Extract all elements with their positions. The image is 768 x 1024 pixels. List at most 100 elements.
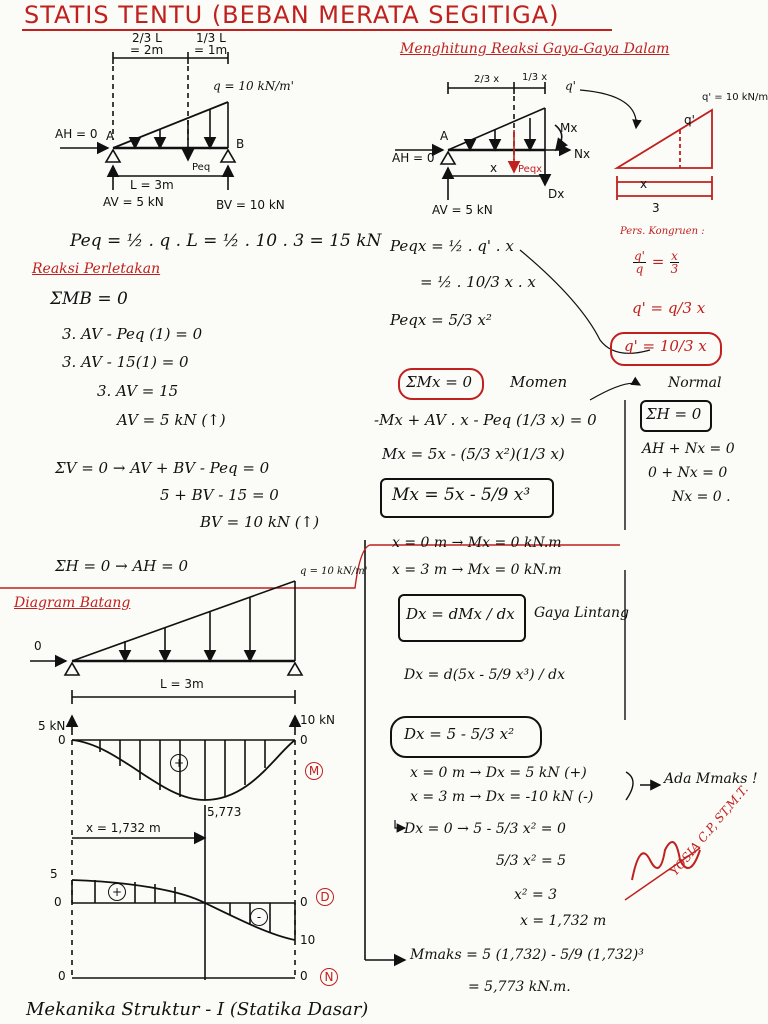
page-title: STATIS TENTU (BEBAN MERATA SEGITIGA) [24, 1, 560, 29]
d-five: 5 [50, 867, 58, 881]
n-zero-right: 0 [300, 969, 308, 983]
internal-frac-a: 2/3 x [474, 74, 500, 85]
moment-eq-2: Mx = 5x - (5/3 x²)(1/3 x) [382, 445, 565, 463]
diagram-zero-arrow: 0 [34, 639, 42, 653]
shear-zero-4: x = 1,732 m [520, 913, 607, 929]
m-zero-left: 0 [58, 733, 66, 747]
beam1-av: AV = 5 kN [103, 195, 164, 209]
footer-text: Mekanika Struktur - I (Statika Dasar) [26, 999, 369, 1020]
beam1-a: A [106, 129, 115, 143]
shear-eq-1: Dx = d(5x - 5/9 x³) / dx [404, 667, 566, 683]
internal-dx: Dx [548, 187, 565, 201]
beam1-bv: BV = 10 kN [216, 198, 285, 212]
x-position: x = 1,732 m [86, 821, 161, 835]
beam1-drawing [60, 52, 237, 190]
shear-def: Dx = dMx / dx [406, 605, 515, 623]
moment-result-box [380, 478, 554, 518]
shear-case-1: x = 0 m → Dx = 5 kN (+) [410, 765, 587, 781]
d-plus: + [108, 883, 126, 901]
tri-length: 3 [652, 201, 660, 215]
normal-sum-box [640, 400, 712, 432]
k1-num-b: x [670, 249, 679, 263]
sum-v-3: BV = 10 kN (↑) [200, 513, 320, 531]
shear-label: Gaya Lintang [534, 605, 629, 621]
kongruen-label: Pers. Kongruen : [620, 226, 705, 237]
moment-case-1: x = 0 m → Mx = 0 kN.m [392, 535, 562, 551]
beam1-dist-a: = 2m [130, 43, 164, 57]
diagram-left-reaction: 5 kN [38, 719, 66, 733]
d-ten: 10 [300, 933, 316, 947]
moment-eq-1: -Mx + AV . x - Peq (1/3 x) = 0 [374, 411, 597, 429]
moment-case-2: x = 3 m → Mx = 0 kN.m [392, 562, 562, 578]
internal-a: A [440, 129, 449, 143]
mmax-eq-1: Mmaks = 5 (1,732) - 5/9 (1,732)³ [410, 947, 644, 963]
k1-num-a: q' [633, 249, 646, 263]
internal-title: Menghitung Reaksi Gaya-Gaya Dalam [400, 41, 670, 57]
sum-v-2: 5 + BV - 15 = 0 [160, 486, 279, 504]
m-max-value: 5,773 [207, 805, 242, 819]
shear-def-box [398, 594, 526, 642]
normal-sum: ΣH = 0 [646, 405, 702, 423]
kongruen-2: q' = q/3 x [632, 299, 706, 317]
shear-zero-2: 5/3 x² = 5 [496, 853, 567, 869]
mmax-eq-2: = 5,773 kN.m. [468, 979, 571, 995]
moment-sum-box [398, 368, 484, 400]
n-zero-left: 0 [58, 969, 66, 983]
d-zero-right: 0 [300, 895, 308, 909]
beam1-b: B [236, 137, 245, 151]
sum-h: ΣH = 0 → AH = 0 [55, 557, 189, 575]
reaction-line-4: AV = 5 kN (↑) [117, 411, 226, 429]
peq-equation: Peq = ½ . q . L = ½ . 10 . 3 = 15 kN [70, 231, 382, 251]
shear-zero-1: Dx = 0 → 5 - 5/3 x² = 0 [404, 821, 566, 837]
beam1-ah: AH = 0 [55, 127, 98, 141]
reaction-line-3: 3. AV = 15 [97, 382, 179, 400]
tri-load: q' = 10 kN/m' [702, 92, 768, 103]
tri-x: x [640, 177, 648, 191]
m-tag: M [305, 762, 323, 780]
moment-label: Momen [510, 373, 568, 391]
diagram-load: q = 10 kN/m' [300, 566, 368, 577]
shear-eq-2: Dx = 5 - 5/3 x² [404, 725, 515, 743]
reaction-line-1: 3. AV - Peq (1) = 0 [62, 325, 203, 343]
moment-eq-3: Mx = 5x - 5/9 x³ [392, 485, 531, 505]
normal-eq-2: 0 + Nx = 0 [648, 465, 728, 481]
k1-den-b: 3 [670, 262, 679, 276]
beam1-peq: Peq [192, 162, 211, 173]
k1-den-a: q [635, 262, 644, 276]
shear-case-2: x = 3 m → Dx = -10 kN (-) [410, 789, 594, 805]
beam1-load: q = 10 kN/m' [213, 79, 294, 93]
m-plus: + [170, 754, 188, 772]
normal-label: Normal [668, 375, 722, 391]
d-zero-left: 0 [54, 895, 62, 909]
kongruen-triangle [613, 108, 713, 200]
tri-qp: q' [684, 113, 695, 127]
diagram-title: Diagram Batang [14, 595, 131, 611]
internal-qp: q' [565, 79, 576, 93]
beam-diagram [30, 580, 304, 980]
internal-frac-b: 1/3 x [522, 72, 548, 83]
d-tag: D [316, 888, 334, 906]
internal-x: x [490, 161, 498, 175]
peqx-1: Peqx = ½ . q' . x [390, 237, 514, 255]
shear-note: Ada Mmaks ! [664, 771, 758, 787]
m-zero-right: 0 [300, 733, 308, 747]
internal-av: AV = 5 kN [432, 203, 493, 217]
normal-eq-1: AH + Nx = 0 [642, 441, 735, 457]
moment-sum: ΣMx = 0 [406, 373, 473, 391]
reaction-title: Reaksi Perletakan [32, 261, 161, 277]
n-tag: N [320, 968, 338, 986]
internal-nx: Nx [574, 147, 591, 161]
internal-ah: AH = 0 [392, 151, 435, 165]
diagram-length: L = 3m [160, 677, 204, 691]
kongruen-3: q' = 10/3 x [624, 337, 707, 355]
sum-mb: ΣMB = 0 [50, 289, 128, 309]
internal-peqx: Peqx [518, 164, 543, 175]
normal-eq-3: Nx = 0 . [672, 489, 731, 505]
internal-mx: Mx [560, 121, 578, 135]
beam1-frac-b: 1/3 L [196, 31, 226, 45]
sum-v-1: ΣV = 0 → AV + BV - Peq = 0 [55, 459, 270, 477]
peqx-2: = ½ . 10/3 x . x [420, 273, 536, 291]
beam1-dist-b: = 1m [194, 43, 228, 57]
internal-drawing [395, 82, 651, 354]
